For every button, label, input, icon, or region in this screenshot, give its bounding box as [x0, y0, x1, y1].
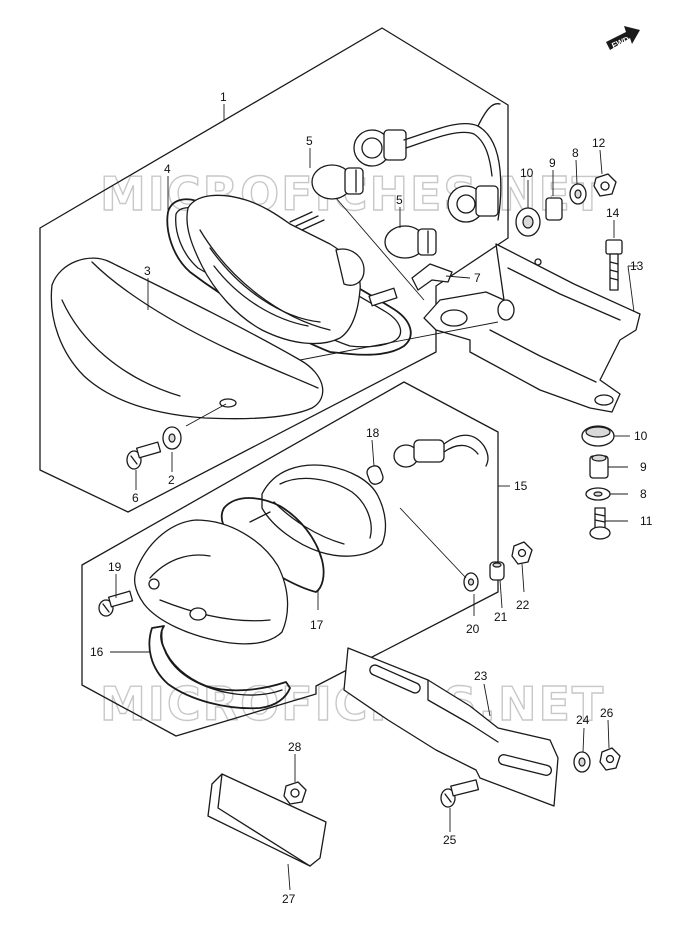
part-8-washer-top — [569, 183, 587, 205]
callout-9-top: 9 — [549, 156, 556, 170]
fwd-arrow-icon: FWD — [606, 26, 640, 50]
part-12-nut — [593, 173, 617, 197]
assembly-1-outline — [39, 27, 509, 513]
callout-3: 3 — [144, 264, 151, 278]
part-8-washer-lower — [585, 487, 611, 501]
part-13-bracket — [423, 243, 641, 413]
part-18-bulb — [366, 465, 384, 485]
callout-9-lower: 9 — [640, 460, 647, 474]
part-10-grommet-lower — [581, 425, 615, 447]
callout-5-upper: 5 — [306, 134, 313, 148]
part-24-washer — [573, 751, 591, 773]
callout-19: 19 — [108, 560, 122, 574]
part-21-collar — [489, 561, 505, 581]
callout-24: 24 — [576, 713, 590, 727]
callout-20: 20 — [466, 622, 480, 636]
callout-2: 2 — [168, 473, 175, 487]
part-11-screw — [589, 507, 611, 540]
callout-8-lower: 8 — [640, 487, 647, 501]
callout-13: 13 — [630, 259, 644, 273]
license-lamp-lens — [133, 519, 289, 645]
part-7-clip — [411, 263, 453, 291]
callout-23: 23 — [474, 669, 488, 683]
part-6-screw — [126, 441, 162, 470]
callout-7: 7 — [474, 271, 481, 285]
callout-10-lower: 10 — [634, 429, 648, 443]
leader-lines — [110, 104, 638, 891]
callout-5-lower: 5 — [396, 193, 403, 207]
part-14-bolt — [605, 239, 623, 291]
part-25-screw — [440, 779, 480, 808]
part-9-collar-top — [545, 197, 563, 221]
callout-14: 14 — [606, 206, 620, 220]
part-22-nut — [511, 541, 533, 565]
part-9-collar-lower — [589, 454, 609, 479]
callout-4: 4 — [164, 162, 171, 176]
callout-10-top: 10 — [520, 166, 534, 180]
callout-12: 12 — [592, 136, 606, 150]
part-27-reflector — [207, 773, 327, 867]
bulb-socket-upper — [353, 103, 502, 221]
callout-27: 27 — [282, 892, 296, 906]
callout-18: 18 — [366, 426, 380, 440]
callout-26: 26 — [600, 706, 614, 720]
part-2-washer — [162, 426, 182, 450]
callout-16: 16 — [90, 645, 104, 659]
part-28-nut — [283, 781, 307, 805]
part-23-plate-bracket — [343, 647, 559, 807]
callout-28: 28 — [288, 740, 302, 754]
bulb-socket-lower — [447, 185, 499, 223]
callout-6: 6 — [132, 491, 139, 505]
callout-25: 25 — [443, 833, 457, 847]
callout-17: 17 — [310, 618, 324, 632]
callout-21: 21 — [494, 610, 508, 624]
part-1-housing — [186, 194, 398, 345]
part-20-washer — [463, 572, 479, 592]
license-lamp-housing — [249, 464, 387, 557]
part-5-bulb-upper — [311, 164, 364, 200]
part-26-nut — [599, 747, 621, 771]
assembly-15-outline — [81, 381, 499, 737]
callout-15: 15 — [514, 479, 528, 493]
callout-8-top: 8 — [572, 146, 579, 160]
part-10-grommet-top — [515, 207, 541, 237]
callout-labels: 1 3 4 5 5 7 10 9 8 12 14 13 2 6 18 15 10… — [90, 90, 653, 906]
part-19-screw — [98, 590, 134, 617]
callout-11: 11 — [640, 514, 653, 528]
callout-22: 22 — [516, 598, 530, 612]
part-5-bulb-lower — [384, 225, 437, 259]
part-16-gasket — [148, 625, 291, 710]
license-lamp-socket — [393, 434, 489, 468]
callout-1: 1 — [220, 90, 227, 104]
part-3-lens — [50, 257, 324, 420]
svg-text:FWD: FWD — [610, 35, 631, 51]
